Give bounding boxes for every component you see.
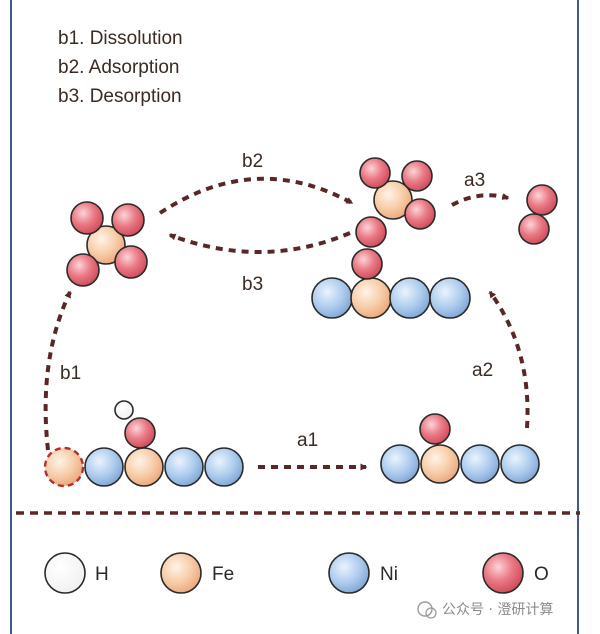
fe-vacancy-site [43,446,85,488]
ni-atom [84,447,124,487]
legend-h-swatch [44,552,86,594]
o-atom [355,216,387,248]
surface-o-intermediate [380,413,540,484]
o-atom [114,245,148,279]
fe-atom [373,180,413,220]
step-b1-description: b1. Dissolution [58,28,183,49]
o2-molecule [518,184,558,245]
o-atom [419,413,451,445]
ni-atom [500,444,540,484]
wechat-icon [417,601,433,617]
o-atom [66,253,100,287]
arrow-b1 [43,290,72,451]
o-atom [359,157,391,189]
ni-atom [164,447,204,487]
o-atom [404,198,436,230]
arrow-label-a2: a2 [472,360,493,381]
ni-atom [429,277,471,319]
ni-atom [380,444,420,484]
arrow-a2 [488,290,530,429]
h-atom [114,400,134,420]
arrow-label-b1: b1 [60,363,81,384]
arrow-label-b3: b3 [242,274,263,295]
o-atom [111,203,145,237]
ni-atom [460,444,500,484]
legend-ni-label: Ni [380,564,398,585]
wechat-icon-dot [425,607,437,619]
initial-surface-oh [43,400,244,488]
adsorbed-feo4-surface [311,157,471,319]
arrow-label-b2: b2 [242,151,263,172]
watermark-text: 公众号 · 澄研计算 [442,602,553,618]
legend-ni-swatch [328,552,370,594]
legend-fe-label: Fe [212,564,234,585]
legend [44,552,524,594]
legend-fe-swatch [160,552,202,594]
ni-atom [311,277,353,319]
step-b3-description: b3. Desorption [58,86,182,107]
o-atom [70,201,104,235]
ni-atom [389,277,431,319]
fe-atom [350,277,392,319]
arrow-a3 [451,193,510,207]
o-atom [518,213,550,245]
o-atom [124,417,156,449]
free-feo4-cluster [66,201,148,287]
watermark: 公众号 · 澄研计算 [417,601,553,619]
fe-atom [420,444,460,484]
legend-o-swatch [482,552,524,594]
o-atom [526,184,558,216]
arrow-b3 [168,231,351,254]
step-b2-description: b2. Adsorption [58,57,179,78]
legend-o-label: O [534,564,549,585]
o-atom [351,248,383,280]
legend-h-label: H [95,564,109,585]
ni-atom [204,447,244,487]
arrow-label-a3: a3 [464,170,485,191]
o-atom [401,160,433,192]
fe-atom [124,447,164,487]
fe-atom [86,225,126,265]
arrow-label-a1: a1 [297,430,318,451]
arrow-b2 [158,176,354,215]
